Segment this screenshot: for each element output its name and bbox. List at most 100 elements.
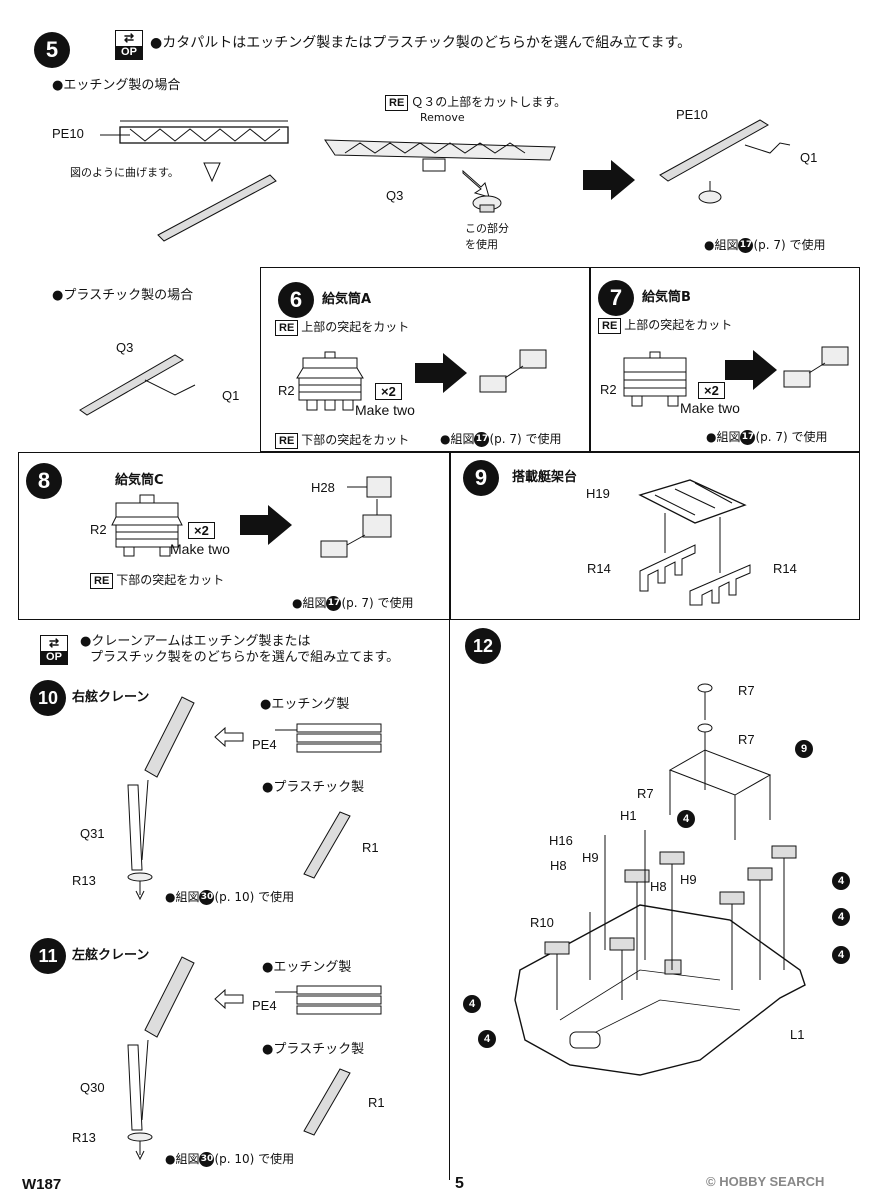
label-pe10-a: PE10 [52,126,84,141]
r1-plastic-arm-10 [303,811,351,879]
remove-label: Remove [420,111,465,124]
port-crane-drawing [127,956,195,1161]
label-h9-b: H9 [680,872,697,887]
big-arrow-right-6 [415,353,467,393]
q3-q1-assembly-drawing [79,354,196,416]
plastic-case-label: ●プラスチック製の場合 [52,288,194,303]
label-h9-a: H9 [582,850,599,865]
intake-a-drawing [296,351,364,411]
use-part-line1: この部分 [465,222,509,235]
intake-c-assembled-drawing [320,476,392,558]
times-two-badge-8: ×2 [188,522,215,539]
label-r14-left: R14 [587,561,611,576]
bend-note: 図のように曲げます。 [70,166,179,179]
step11-etch: ●エッチング製 [262,960,352,975]
label-pe4-11: PE4 [252,998,277,1013]
step10-title: 右舷クレーン [72,690,150,705]
pe4-fret-10 [275,723,382,753]
big-arrow-right-7 [725,350,777,390]
big-arrow-right-8 [240,505,292,545]
label-r2-7: R2 [600,382,617,397]
label-r7-b: R7 [738,732,755,747]
crane-note-line1: ●クレーンアームはエッチング製または [80,634,311,649]
label-h16: H16 [549,833,573,848]
label-q3-a: Q3 [386,188,404,203]
label-r2-8: R2 [90,522,107,537]
step5-use-ref: ●組図17(p. 7) で使用 [704,238,826,253]
label-r7-a: R7 [738,683,755,698]
step-9-badge: 9 [463,460,499,496]
label-r1-10: R1 [362,840,379,855]
deck-assembly-drawing [514,683,806,1076]
make-two-7: Make two [680,400,740,416]
label-r13-11: R13 [72,1130,96,1145]
step-8-panel [18,452,450,620]
step-11-badge: 11 [30,938,66,974]
step10-use-ref: ●組図30(p. 10) で使用 [165,890,295,905]
step11-plastic: ●プラスチック製 [262,1042,365,1057]
label-r2-6: R2 [278,383,295,398]
step7-title: 給気筒B [642,290,691,305]
intake-a-assembled-drawing [479,349,547,393]
assembled-catapult-drawing [659,119,791,204]
label-r1-11: R1 [368,1095,385,1110]
intake-b-assembled-drawing [783,346,849,388]
step-7-panel [590,267,860,452]
option-icon: ⇄OP [115,30,143,60]
label-h28: H28 [311,480,335,495]
footer-watermark: © HOBBY SEARCH [706,1174,825,1189]
q3-plastic-catapult-drawing [324,139,556,213]
label-q1-a: Q1 [800,150,818,165]
step-5-badge: 5 [34,32,70,68]
etch-case-label: ●エッチング製の場合 [52,78,181,93]
step8-use-ref: ●組図17(p. 7) で使用 [292,596,414,611]
step6-use-ref: ●組図17(p. 7) で使用 [440,432,562,447]
times-two-badge-6: ×2 [375,383,402,400]
step11-title: 左舷クレーン [72,948,150,963]
hollow-arrow-left-10 [214,726,244,748]
label-q31: Q31 [80,826,105,841]
step9-title: 搭載艇架台 [512,470,578,485]
footer-code: W187 [22,1176,62,1193]
ref-4-top: 4 [677,810,695,828]
step7-use-ref: ●組図17(p. 7) で使用 [706,430,828,445]
big-arrow-right [583,160,635,200]
step-6-panel [260,267,590,452]
footer-page-number: 5 [455,1175,464,1192]
label-l1: L1 [790,1027,805,1042]
step-6-badge: 6 [278,282,314,318]
step11-use-ref: ●組図30(p. 10) で使用 [165,1152,295,1167]
label-q1-b: Q1 [222,388,240,403]
step10-plastic: ●プラスチック製 [262,780,365,795]
make-two-6: Make two [355,402,415,418]
times-two-badge-7: ×2 [698,382,725,399]
label-q3-b: Q3 [116,340,134,355]
label-q30: Q30 [80,1080,105,1095]
intake-c-drawing [111,494,183,557]
crane-panel [18,620,450,1180]
ref-9: 9 [795,740,813,758]
step10-etch: ●エッチング製 [260,697,350,712]
step-9-panel [450,452,860,620]
label-h8-b: H8 [650,879,667,894]
intake-b-drawing [623,351,687,407]
r1-plastic-arm-11 [303,1068,351,1136]
label-h19: H19 [586,486,610,501]
ref-4-right-2: 4 [832,908,850,926]
label-r14-right: R14 [773,561,797,576]
step-8-badge: 8 [26,463,62,499]
use-part-line2: を使用 [465,238,498,251]
ref-4-left-2: 4 [478,1030,496,1048]
boat-cradle-drawing [638,479,751,606]
label-h8-a: H8 [550,858,567,873]
step-10-badge: 10 [30,680,66,716]
crane-note-line2: プラスチック製をのどちらかを選んで組み立てます。 [90,650,400,665]
label-pe10-b: PE10 [676,107,708,122]
starboard-crane-drawing [127,696,195,901]
ref-4-right-3: 4 [832,946,850,964]
label-h1: H1 [620,808,637,823]
hollow-arrow-left-11 [214,988,244,1010]
